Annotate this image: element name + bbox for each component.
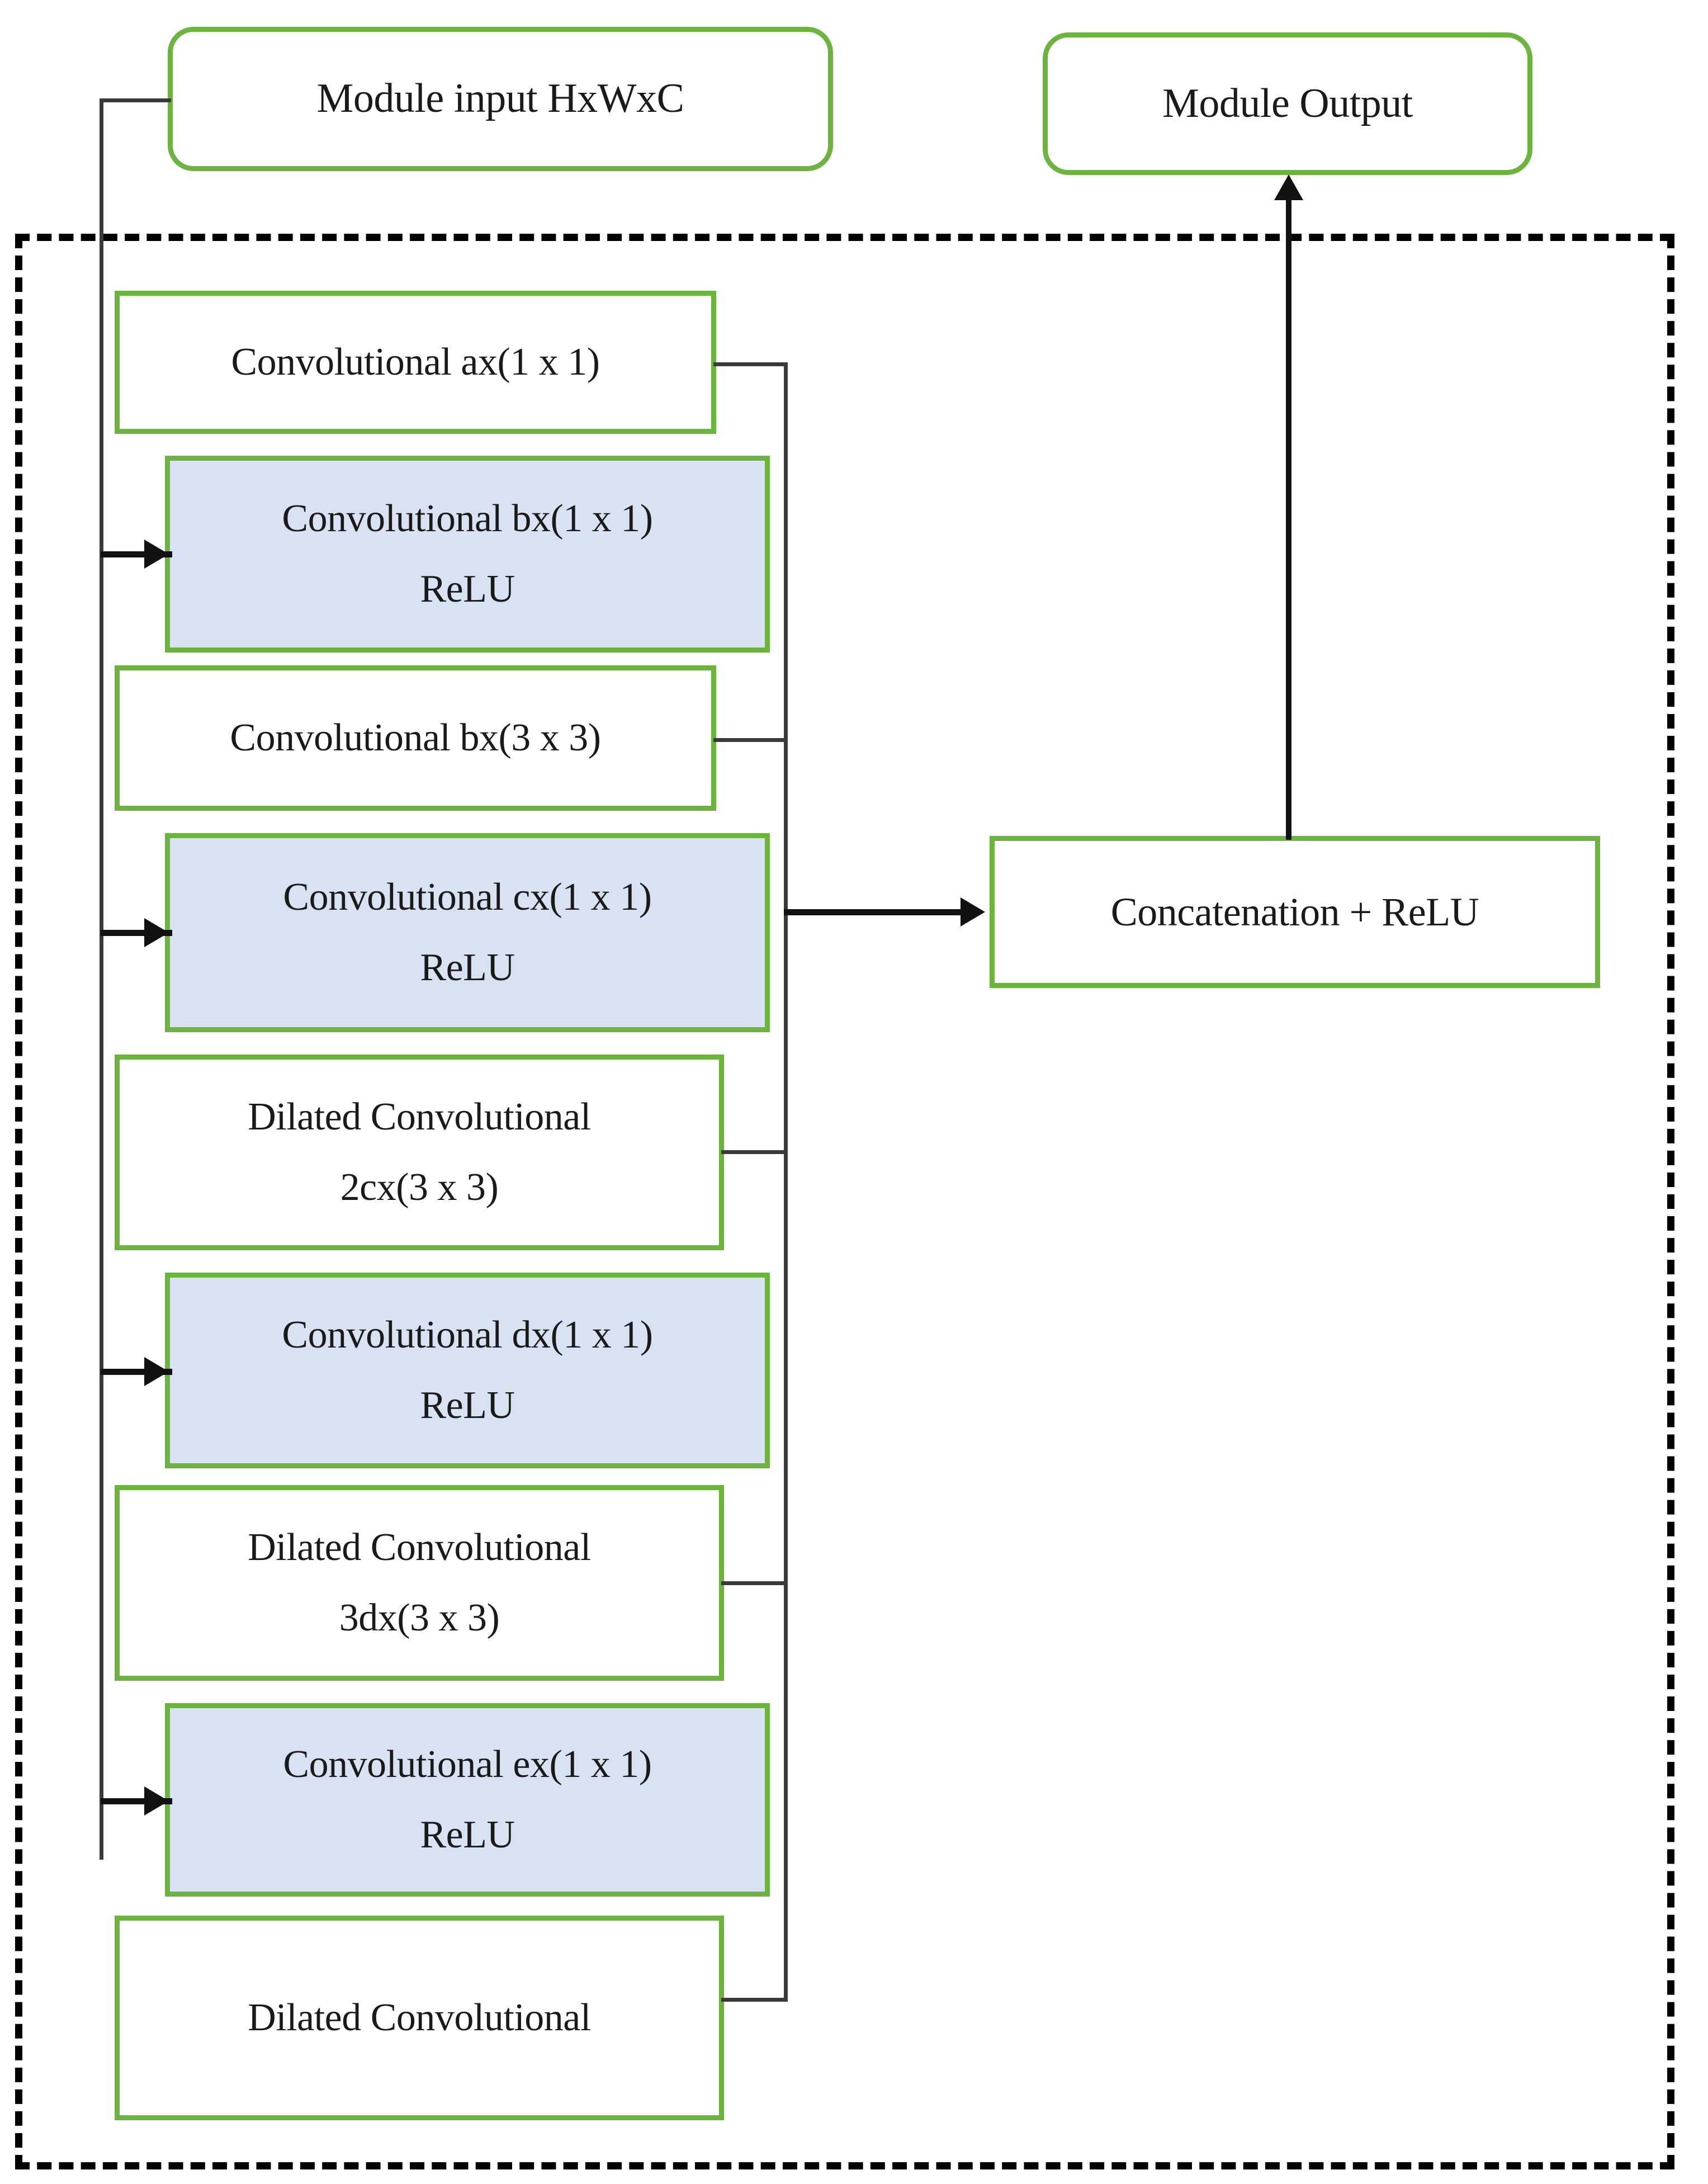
- arrow-feed-cx: [144, 918, 169, 947]
- module-input-label: Module input HxWxC: [316, 75, 684, 122]
- module-output-label: Module Output: [1162, 80, 1413, 126]
- branch-line2: ReLU: [420, 1384, 515, 1427]
- connector-collector-bus: [784, 362, 788, 2002]
- branch-line1: Dilated Convolutional: [248, 1095, 591, 1138]
- arrow-feed-dx: [144, 1357, 169, 1386]
- connector-feed-bx: [101, 551, 172, 557]
- connector-input-bus-vertical: [100, 98, 103, 1860]
- branch-node-conv-ex-1x1: Convolutional ex(1 x 1) ReLU: [165, 1703, 770, 1897]
- branch-line2: ReLU: [420, 1813, 515, 1856]
- branch-line1: Convolutional ax(1 x 1): [231, 340, 600, 384]
- module-output-node: Module Output: [1043, 32, 1532, 175]
- branch-node-dilated-3dx: Dilated Convolutional 3dx(3 x 3): [115, 1485, 724, 1681]
- arrow-feed-ex: [144, 1786, 169, 1816]
- branch-node-conv-cx-1x1: Convolutional cx(1 x 1) ReLU: [165, 833, 770, 1032]
- concatenation-node: Concatenation + ReLU: [990, 836, 1600, 988]
- connector-input-to-bus: [100, 98, 171, 102]
- branch-line2: 3dx(3 x 3): [339, 1596, 500, 1639]
- branch-line1: Dilated Convolutional: [248, 1525, 591, 1569]
- branch-node-dilated-last: Dilated Convolutional: [115, 1916, 724, 2120]
- connector-concat-to-output: [1286, 197, 1291, 840]
- concatenation-label: Concatenation + ReLU: [1110, 889, 1479, 934]
- branch-line1: Convolutional ex(1 x 1): [283, 1742, 652, 1786]
- branch-line1: Convolutional cx(1 x 1): [283, 875, 652, 919]
- branch-line1: Convolutional bx(1 x 1): [282, 497, 653, 540]
- connector-feed-cx: [101, 930, 172, 936]
- connector-bus-to-concat: [784, 909, 974, 915]
- connector-out-conv-bx3x3: [713, 738, 788, 742]
- connector-out-dilated-2cx: [721, 1150, 788, 1154]
- branch-node-conv-dx-1x1: Convolutional dx(1 x 1) ReLU: [165, 1273, 770, 1468]
- module-input-node: Module input HxWxC: [168, 27, 833, 171]
- module-dashed-container: [15, 234, 1674, 2169]
- branch-line2: 2cx(3 x 3): [340, 1166, 499, 1209]
- arrow-bus-to-concat: [961, 897, 985, 926]
- connector-out-conv-ax: [713, 362, 788, 366]
- connector-feed-dx: [101, 1369, 172, 1375]
- branch-node-conv-bx-1x1: Convolutional bx(1 x 1) ReLU: [165, 456, 770, 653]
- branch-line1: Convolutional bx(3 x 3): [230, 716, 601, 759]
- arrow-feed-bx: [144, 540, 169, 569]
- branch-line1: Dilated Convolutional: [248, 1996, 591, 2039]
- arrow-concat-to-output: [1274, 174, 1303, 200]
- connector-out-dilated-last: [721, 1998, 788, 2002]
- branch-node-dilated-2cx: Dilated Convolutional 2cx(3 x 3): [115, 1055, 724, 1250]
- branch-line2: ReLU: [420, 568, 515, 611]
- connector-out-dilated-3dx: [721, 1581, 788, 1585]
- branch-line1: Convolutional dx(1 x 1): [282, 1313, 653, 1356]
- branch-node-conv-bx-3x3: Convolutional bx(3 x 3): [115, 665, 716, 811]
- connector-feed-ex: [101, 1798, 172, 1804]
- branch-line2: ReLU: [420, 946, 515, 989]
- branch-node-conv-ax: Convolutional ax(1 x 1): [115, 291, 716, 434]
